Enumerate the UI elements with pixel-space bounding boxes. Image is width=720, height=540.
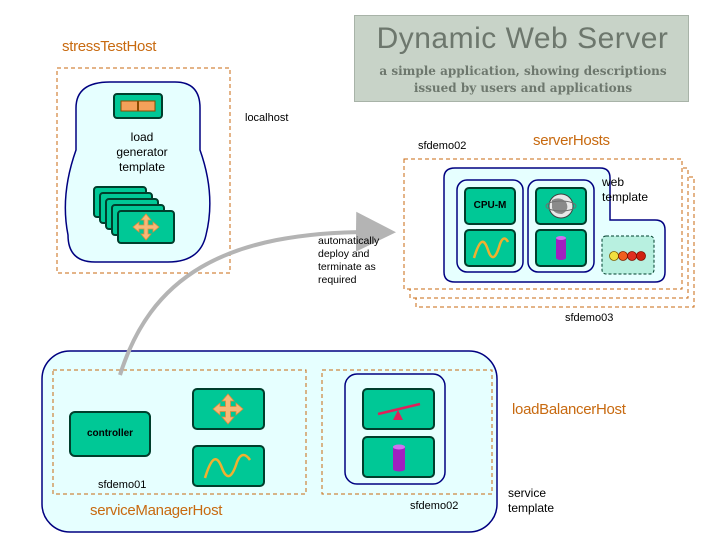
traffic-dots-icon — [601, 235, 655, 275]
page-title: Dynamic Web Server — [376, 22, 669, 55]
slider-icon — [113, 93, 163, 119]
localhost-boundary — [56, 67, 231, 274]
service-template-label: service template — [508, 486, 555, 515]
globe-icon — [535, 187, 587, 225]
server-hosts-label: serverHosts — [533, 132, 610, 149]
sfdemo02-bottom-label: sfdemo02 — [410, 500, 459, 512]
sfdemo01-label: sfdemo01 — [98, 479, 147, 491]
deploy-arrow — [118, 211, 396, 376]
load-generator-label: load generator template — [116, 130, 168, 174]
cpu-m-label: CPU-M — [473, 200, 507, 211]
waveform-icon — [464, 229, 516, 267]
arrow-note: automatically deploy and terminate as re… — [318, 235, 380, 286]
cylinder-tile — [362, 436, 435, 478]
web-template-label: web template — [602, 175, 649, 204]
load-balancer-host-label: loadBalancerHost — [512, 401, 626, 418]
cylinder-icon — [535, 229, 587, 267]
sfdemo02-lb-boundary — [321, 369, 493, 495]
controller-tile — [69, 411, 151, 457]
sfdemo03-label: sfdemo03 — [565, 312, 614, 324]
waveform-tile — [192, 445, 265, 487]
title-box: Dynamic Web Server a simple application,… — [354, 15, 689, 102]
service-manager-host-label: serviceManagerHost — [90, 502, 223, 519]
move-arrows-icon — [132, 213, 160, 241]
page-subtitle: a simple application, showing descriptio… — [379, 64, 667, 95]
controller-label: controller — [86, 428, 134, 439]
sfdemo01-boundary — [52, 369, 307, 495]
stress-test-host-label: stressTestHost — [62, 38, 157, 55]
localhost-label: localhost — [245, 112, 289, 124]
sfdemo02-top-label: sfdemo02 — [418, 140, 467, 152]
cpu-m-tile — [464, 187, 516, 225]
move-arrows-tile — [192, 388, 265, 430]
seesaw-icon — [362, 388, 435, 430]
load-balancer-template — [344, 373, 446, 485]
